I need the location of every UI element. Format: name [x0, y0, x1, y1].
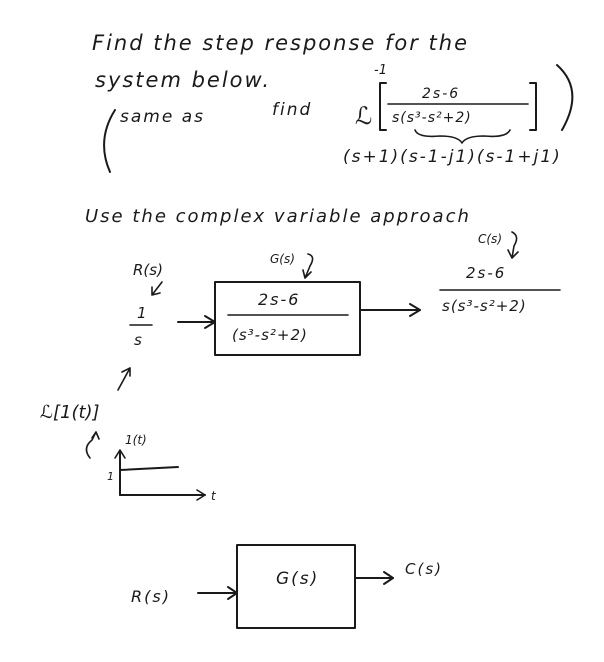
c-label: C(s)	[478, 232, 502, 246]
g-block-2	[236, 544, 356, 629]
step-level-line	[119, 466, 179, 471]
problem-line-2: system below.	[95, 68, 271, 92]
right-bracket	[529, 82, 537, 131]
output-arrowhead-2	[383, 571, 394, 585]
step-y-arrowhead	[114, 449, 126, 459]
right-paren	[556, 64, 574, 131]
underbrace	[414, 129, 511, 144]
c-numerator: 2s-6	[466, 264, 506, 282]
left-bracket	[379, 82, 387, 131]
step-level-label: 1	[107, 470, 114, 483]
laplace-step-label: ℒ[1(t)]	[40, 402, 100, 423]
g-label-arrow	[302, 253, 314, 279]
inverse-exponent: -1	[374, 63, 387, 78]
r-value-numerator: 1	[137, 304, 147, 322]
g-block-1	[214, 281, 361, 356]
inverse-denominator: s(s³-s²+2)	[392, 110, 472, 126]
r-label-arrow	[151, 281, 163, 296]
c-denominator: s(s³-s²+2)	[442, 297, 527, 315]
find-text: find	[272, 100, 312, 120]
g-label: G(s)	[270, 252, 295, 266]
laplace-symbol: ℒ	[355, 102, 372, 130]
step-x-arrowhead	[196, 489, 206, 501]
g-block-2-label: G(s)	[276, 569, 319, 589]
output-c-label: C(s)	[405, 560, 443, 578]
step-x-label: t	[211, 489, 217, 503]
problem-line-1: Find the step response for the	[92, 31, 469, 55]
r-label: R(s)	[133, 261, 163, 279]
output-arrowhead	[409, 303, 421, 317]
same-as-text: same as	[120, 107, 205, 127]
factored-denominator: (s+1)(s-1-j1)(s-1+j1)	[343, 147, 562, 167]
approach-text: Use the complex variable approach	[85, 206, 471, 227]
g-denominator: (s³-s²+2)	[232, 326, 308, 344]
g-numerator: 2s-6	[258, 290, 300, 309]
laplace-hook-arrow	[85, 431, 100, 459]
c-label-arrow	[507, 231, 519, 259]
input-r-label: R(s)	[131, 587, 171, 606]
left-paren	[103, 109, 116, 173]
step-y-label: 1(t)	[125, 433, 147, 447]
inverse-numerator: 2s-6	[422, 86, 460, 102]
laplace-up-arrow	[117, 367, 131, 391]
r-value-denominator: s	[134, 331, 142, 349]
